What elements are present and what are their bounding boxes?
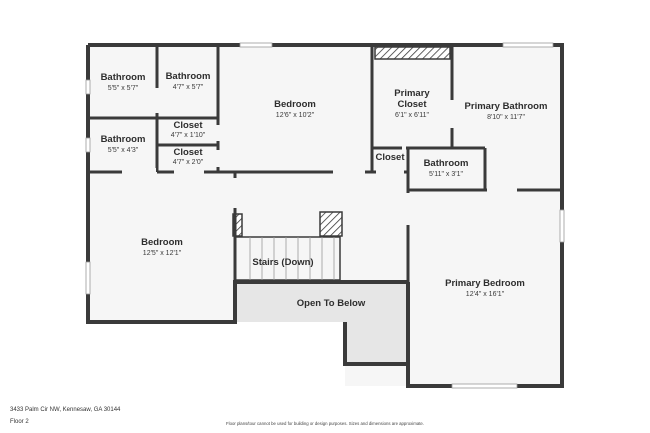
closet-1-name: Closet [173,120,203,131]
stairs-graphic [234,236,341,281]
bathroom-1-name: Bathroom [101,72,146,83]
hatched-chase-top [374,46,451,60]
address-label: 3433 Palm Cir NW, Kennesaw, GA 30144 [10,407,121,413]
hatched-chase-stairs [319,211,343,237]
primary-closet-dim: 6'1" x 6'11" [395,112,429,119]
closet-3-name: Closet [375,152,405,163]
open-to-below-name: Open To Below [297,298,366,309]
bathroom-2-dim: 4'7" x 5'7" [173,84,204,91]
bathroom-4-dim: 5'11" x 3'1" [429,171,463,178]
primary-closet-name-line2: Closet [397,99,427,110]
exterior-walls [86,43,564,388]
door-openings [123,88,517,225]
bathroom-2-name: Bathroom [166,71,211,82]
room-labels: Bathroom 5'5" x 5'7" Bathroom 4'7" x 5'7… [101,71,548,309]
bedroom-1-name: Bedroom [274,99,316,110]
closet-1-dim: 4'7" x 1'10" [171,132,206,139]
closet-2-dim: 4'7" x 2'0" [173,159,204,166]
bedroom-2-name: Bedroom [141,237,183,248]
windows [85,42,565,389]
bathroom-3-dim: 5'5" x 4'3" [108,147,139,154]
primary-bedroom-name: Primary Bedroom [445,278,525,289]
primary-bathroom-name: Primary Bathroom [465,101,548,112]
primary-bedroom-dim: 12'4" x 16'1" [466,291,505,298]
primary-closet-name-line1: Primary [394,88,430,99]
open-to-below-area [235,282,408,364]
hatched-wall-stub [232,213,243,237]
bedroom-1-dim: 12'6" x 10'2" [276,112,315,119]
bathroom-3-name: Bathroom [101,134,146,145]
bathroom-1-dim: 5'5" x 5'7" [108,85,139,92]
stairs-name: Stairs (Down) [252,257,313,268]
disclaimer-text: Floor plans/tour cannot be used for buil… [225,421,424,426]
closet-2-name: Closet [173,147,203,158]
primary-bathroom-dim: 8'10" x 11'7" [487,114,525,121]
bedroom-2-dim: 12'5" x 12'1" [143,250,182,257]
bathroom-4-name: Bathroom [424,158,469,169]
floor-label: Floor 2 [10,419,29,425]
